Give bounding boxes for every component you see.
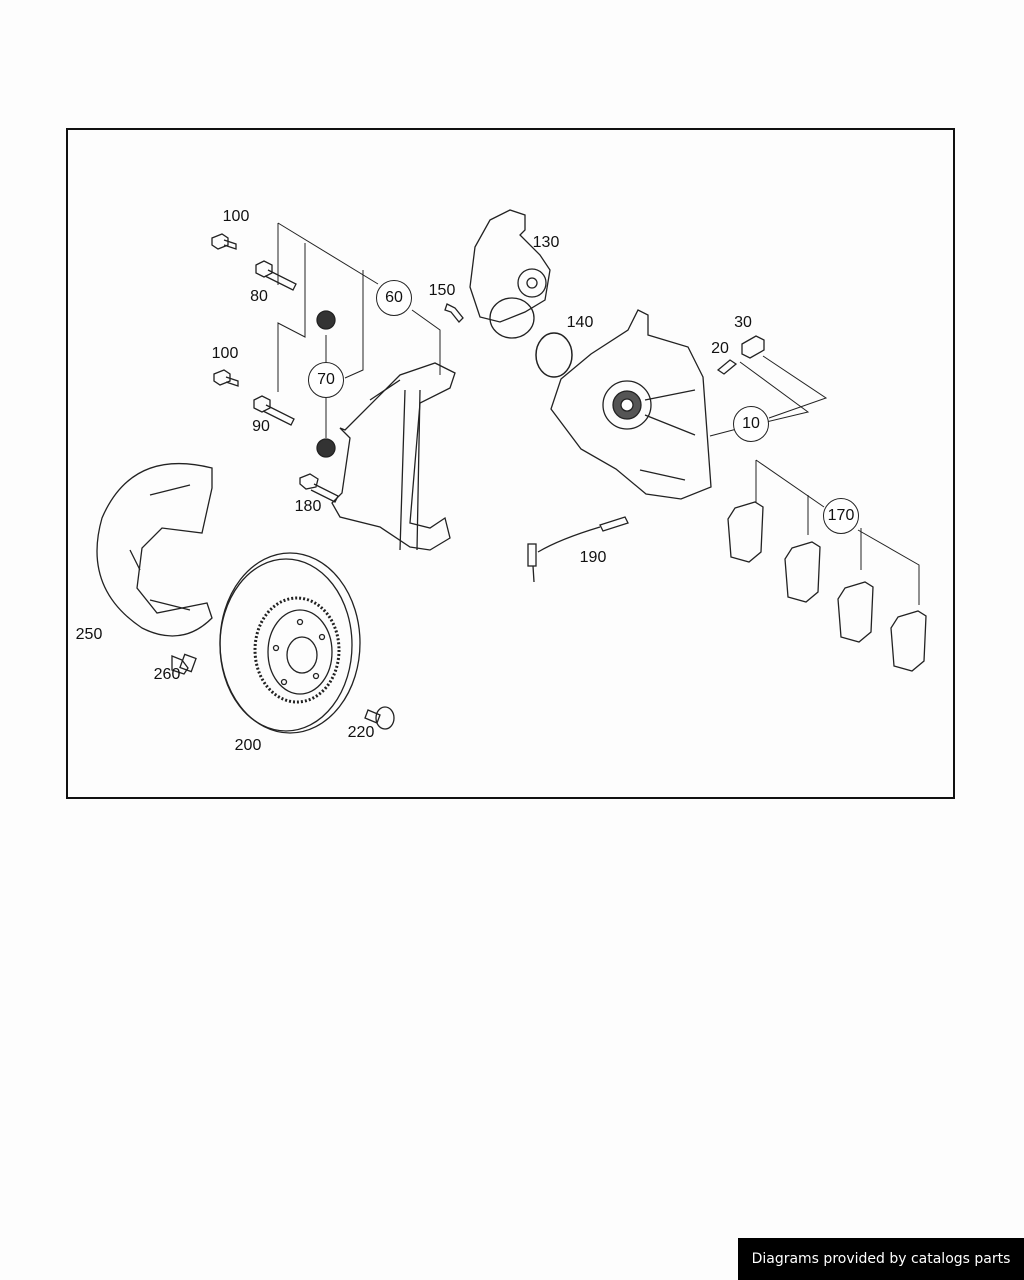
dust-shield: [96, 462, 213, 637]
parking-brake-actuator: [469, 209, 551, 339]
part-label-140[interactable]: 140: [566, 314, 594, 331]
callout-60[interactable]: 60: [376, 280, 412, 316]
part-label-180[interactable]: 180: [294, 498, 322, 515]
part-label-30[interactable]: 30: [734, 314, 752, 331]
part-label-190[interactable]: 190: [579, 549, 607, 566]
footer-credit: Diagrams provided by catalogs parts: [738, 1238, 1024, 1280]
bolt-100-bottom: [213, 369, 239, 387]
callout-10[interactable]: 10: [733, 406, 769, 442]
guide-bolt-80: [255, 260, 297, 291]
part-label-150[interactable]: 150: [428, 282, 456, 299]
bolt-100-top: [211, 233, 237, 250]
wear-sensor: [527, 516, 629, 583]
leader-lines: [277, 222, 920, 605]
part-label-220[interactable]: 220: [347, 724, 375, 741]
part-label-100[interactable]: 100: [211, 345, 239, 362]
guide-bolt-90: [253, 395, 295, 426]
callout-170[interactable]: 170: [823, 498, 859, 534]
part-label-100[interactable]: 100: [222, 208, 250, 225]
caliper-carrier: [331, 362, 456, 551]
part-label-250[interactable]: 250: [75, 626, 103, 643]
brake-caliper: [550, 309, 712, 500]
part-label-80[interactable]: 80: [250, 288, 268, 305]
part-label-130[interactable]: 130: [532, 234, 560, 251]
part-label-260[interactable]: 260: [153, 666, 181, 683]
part-label-90[interactable]: 90: [252, 418, 270, 435]
callout-70[interactable]: 70: [308, 362, 344, 398]
diagram-frame: [66, 128, 955, 799]
part-label-20[interactable]: 20: [711, 340, 729, 357]
brake-rotor: [219, 552, 361, 734]
brake-pads: [727, 501, 927, 672]
part-label-200[interactable]: 200: [234, 737, 262, 754]
